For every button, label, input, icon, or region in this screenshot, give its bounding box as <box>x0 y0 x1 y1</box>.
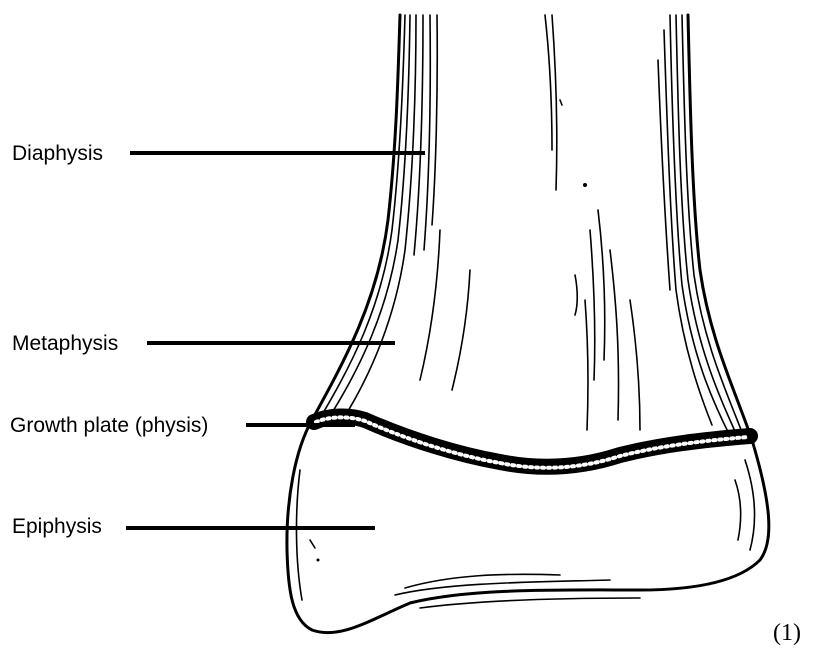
label-metaphysis-group: Metaphysis <box>12 332 395 355</box>
label-growth-plate-group: Growth plate (physis) <box>10 414 355 437</box>
shaft-left-edge <box>312 15 400 420</box>
label-diaphysis-group: Diaphysis <box>12 142 425 165</box>
bone-illustration <box>287 15 769 633</box>
growth-plate-band <box>314 416 750 466</box>
label-diaphysis: Diaphysis <box>12 142 103 165</box>
label-metaphysis: Metaphysis <box>12 332 118 355</box>
label-epiphysis-group: Epiphysis <box>12 515 375 538</box>
label-growth-plate: Growth plate (physis) <box>10 414 208 437</box>
figure-number: (1) <box>773 620 801 646</box>
label-epiphysis: Epiphysis <box>12 515 102 538</box>
